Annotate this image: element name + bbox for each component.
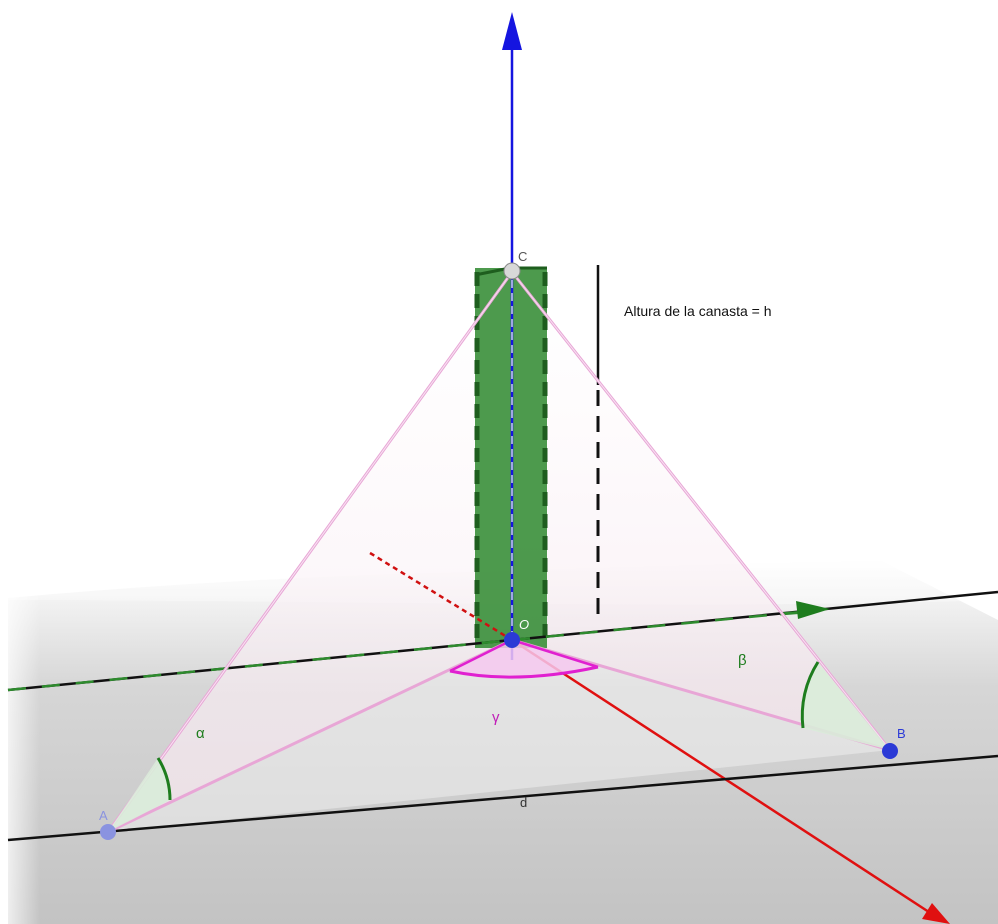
alpha-label: α xyxy=(196,725,205,742)
beta-label: β xyxy=(738,652,747,669)
point-O-label: O xyxy=(519,617,529,632)
x-axis-hidden xyxy=(369,551,513,642)
point-C-label: C xyxy=(518,249,527,264)
d-label: d xyxy=(520,795,527,810)
gamma-label: γ xyxy=(492,709,500,726)
point-B[interactable] xyxy=(882,743,898,759)
point-C[interactable] xyxy=(503,262,521,280)
beta-angle-arc xyxy=(800,661,820,729)
x-axis-arrow-icon xyxy=(922,903,950,924)
gamma-angle-side-a xyxy=(449,638,513,673)
point-B-label: B xyxy=(897,726,906,741)
y-axis-arrow-icon xyxy=(796,601,830,619)
x-axis xyxy=(511,638,936,918)
beta-angle-fill xyxy=(802,662,890,750)
point-A[interactable] xyxy=(100,824,116,840)
alpha-angle-fill xyxy=(108,758,170,832)
gamma-angle-fill xyxy=(450,640,598,678)
ground-fade xyxy=(0,560,200,924)
gamma-angle-arc xyxy=(449,665,599,679)
y-axis-back-dashes xyxy=(511,612,781,642)
gamma-angle-side-b xyxy=(511,638,599,669)
triangle-edges-inner xyxy=(107,271,891,833)
z-axis-arrow-icon xyxy=(502,12,522,50)
point-O[interactable] xyxy=(504,632,520,648)
y-axis-dashes xyxy=(7,638,513,692)
face-AOB xyxy=(108,640,890,832)
alpha-angle-arc xyxy=(156,757,172,801)
height-note: Altura de la canasta = h xyxy=(624,303,772,319)
d-line xyxy=(7,754,998,842)
point-A-label: A xyxy=(99,808,108,823)
